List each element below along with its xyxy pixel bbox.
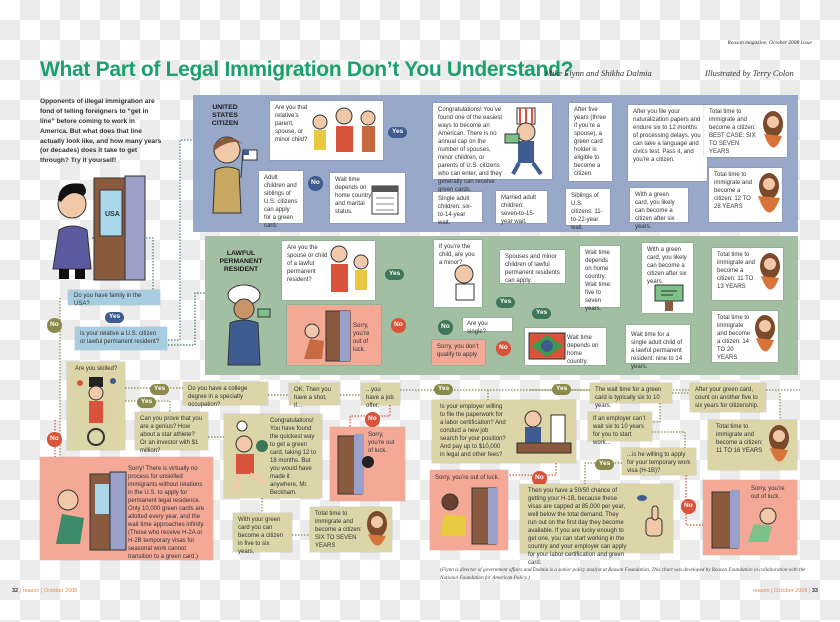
waiting-figure-illustration	[367, 511, 387, 546]
no-label: No	[496, 341, 511, 356]
door-kick-illustration	[304, 310, 351, 362]
door-kick-illustration	[711, 490, 777, 549]
footer-text-right: reason | October 2008 |	[752, 588, 811, 594]
family-illustration	[312, 107, 376, 152]
door-kick-illustration	[440, 487, 498, 545]
no-qualify-box: Sorry, you don’t qualify to apply.	[432, 340, 485, 365]
ok-shot-box: OK. Then you have a shot, if...	[289, 383, 340, 409]
no-label: No	[438, 320, 453, 335]
wait-depends-box: Wait time depends on home country and ma…	[330, 173, 405, 223]
footer-text-left: | reason | October 2008	[19, 588, 78, 594]
flag-icon	[528, 332, 566, 360]
yes-label: Yes	[105, 312, 125, 323]
no-label: No	[308, 176, 323, 191]
yes-label: Yes	[496, 297, 516, 308]
green-card-icon	[654, 284, 684, 311]
door-kick-illustration	[56, 471, 127, 551]
uncle-sam-illustration	[504, 107, 543, 176]
door-sign: USA	[105, 211, 120, 218]
page-number-left: 32	[12, 588, 19, 594]
wait-single-adult-box: Wait time for a single adult child of a …	[626, 325, 690, 370]
congrats-box: Congratulations! You’ve found one of the…	[433, 103, 552, 193]
yes-label: Yes	[150, 384, 170, 395]
waiting-figure-illustration	[755, 315, 775, 352]
siblings-box: Siblings of U.S. citizens: 11-to-22-year…	[566, 189, 610, 231]
beckham-citizen-box: With your green card you can become a ci…	[233, 513, 292, 555]
family-question: Do you have family in the USA?	[68, 290, 160, 307]
no-label: No	[365, 412, 380, 427]
no-label: No	[47, 432, 62, 447]
door-kick-illustration	[337, 434, 374, 495]
resident-figure-illustration	[227, 284, 271, 366]
yes-label: Yes	[137, 397, 157, 408]
thumbs-up-illustration	[637, 495, 663, 537]
yes-label: Yes	[434, 384, 454, 395]
athlete-illustration	[234, 420, 268, 493]
page-title: What Part of Legal Immigration Don’t You…	[40, 58, 574, 81]
page-footer-right: reason | October 2008 | 33	[753, 588, 818, 594]
resident-heading: LAWFUL PERMANENT RESIDENT	[219, 250, 263, 273]
mother-child-illustration	[330, 245, 369, 292]
yes-label: Yes	[388, 127, 408, 138]
connector-to-resident	[165, 292, 205, 346]
calendar-icon	[371, 185, 399, 215]
after-card-box: After your green card, count on another …	[690, 383, 766, 412]
with-green-card-box: With a green card, you likely can become…	[630, 188, 688, 230]
waiting-figure-illustration	[763, 111, 783, 148]
issue-line: Reason magazine, October 2008 Issue	[727, 40, 812, 46]
yes-label: Yes	[385, 269, 405, 280]
adult-children-box: Adult children and siblings of U.S. citi…	[259, 171, 303, 229]
college-degree-question: Do you have a college degree in a specia…	[183, 382, 268, 408]
wait-5-7-box: Wait time depends on home country. Wait …	[580, 246, 620, 312]
genius-question: Can you prove that you are a genius? How…	[135, 412, 208, 454]
fifty-fifty-box: Then you have a 50/50 chance of getting …	[520, 484, 673, 566]
footnote: (Flynn is director of government affairs…	[440, 567, 806, 582]
connector-to-citizen	[165, 139, 200, 341]
waiting-figure-illustration	[769, 425, 789, 462]
cant-wait-box: If an employer can’t wait six to 10 year…	[588, 412, 652, 446]
no-label: No	[532, 471, 547, 486]
yes-label: Yes	[532, 308, 552, 319]
authors: Mike Flynn and Shikha Dalmia	[545, 68, 652, 78]
relative-question: Is your relative a U.S. citizen or lawfu…	[75, 327, 167, 350]
wait-6-10-box: The wait time for a green card is typica…	[590, 383, 672, 409]
page-number-right: 33	[811, 588, 818, 594]
waiting-figure-illustration	[758, 173, 780, 213]
no-label: No	[681, 499, 696, 514]
single-question: Are you single?	[463, 318, 512, 335]
employer-desk-illustration	[516, 410, 572, 454]
illustrator-credit: Illustrated by Terry Colon	[705, 68, 794, 78]
no-label: No	[47, 318, 62, 333]
after-five-years-box: After five years (three if you’re a spou…	[569, 103, 612, 181]
baby-illustration	[454, 264, 475, 301]
citizen-figure-illustration	[212, 136, 258, 214]
job-offer-box: ...you have a job offer.	[361, 383, 400, 409]
juggler-illustration	[77, 377, 116, 446]
yes-label: Yes	[595, 459, 615, 470]
after-file-box: After you file your naturalization paper…	[628, 105, 707, 181]
intro-text: Opponents of illegal immigration are fon…	[40, 98, 162, 165]
married-adult-box: Married adult children: seven-to-15-year…	[496, 191, 547, 225]
man-at-door-illustration: USA	[52, 175, 146, 281]
waiting-figure-illustration	[760, 253, 780, 290]
spouses-apply-box: Spouses and minor children of lawful per…	[500, 250, 565, 284]
single-adult-box: Single adult children: six-to-14-year wa…	[433, 192, 482, 226]
page-footer-left: 32 | reason | October 2008	[12, 588, 77, 594]
connector-start	[92, 237, 154, 290]
yes-label: Yes	[552, 384, 572, 395]
h1b-question: ...is he willing to apply for your tempo…	[622, 448, 696, 475]
citizen-heading: UNITED STATES CITIZEN	[211, 104, 239, 127]
no-label: No	[391, 318, 406, 333]
